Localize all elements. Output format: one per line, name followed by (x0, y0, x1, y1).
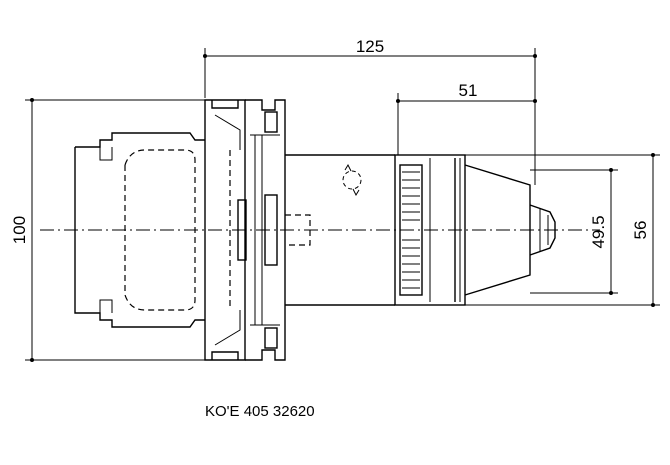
dim-chuck-bore-label: 49.5 (589, 215, 608, 248)
dim-overall-length: 125 (203, 37, 537, 185)
dim-chuck-bore: 49.5 (530, 168, 618, 295)
dim-body-diameter-label: 56 (631, 221, 650, 240)
dim-flange-diameter: 100 (10, 98, 205, 362)
dim-overall-length-label: 125 (356, 37, 384, 56)
rotation-icon (342, 163, 362, 197)
collar (245, 99, 286, 361)
body-tube (285, 154, 395, 306)
drill-chuck (394, 154, 556, 306)
drive-key (237, 199, 247, 261)
dim-chuck-length-label: 51 (459, 81, 478, 100)
bore-hidden-lines (285, 214, 311, 246)
dim-flange-diameter-label: 100 (10, 216, 29, 244)
dim-chuck-length: 51 (396, 81, 537, 155)
part-code: KO'E 405 32620 (205, 403, 315, 420)
knurling (402, 171, 420, 289)
dim-body-diameter: 56 (465, 153, 660, 307)
taper-shank (74, 132, 205, 328)
